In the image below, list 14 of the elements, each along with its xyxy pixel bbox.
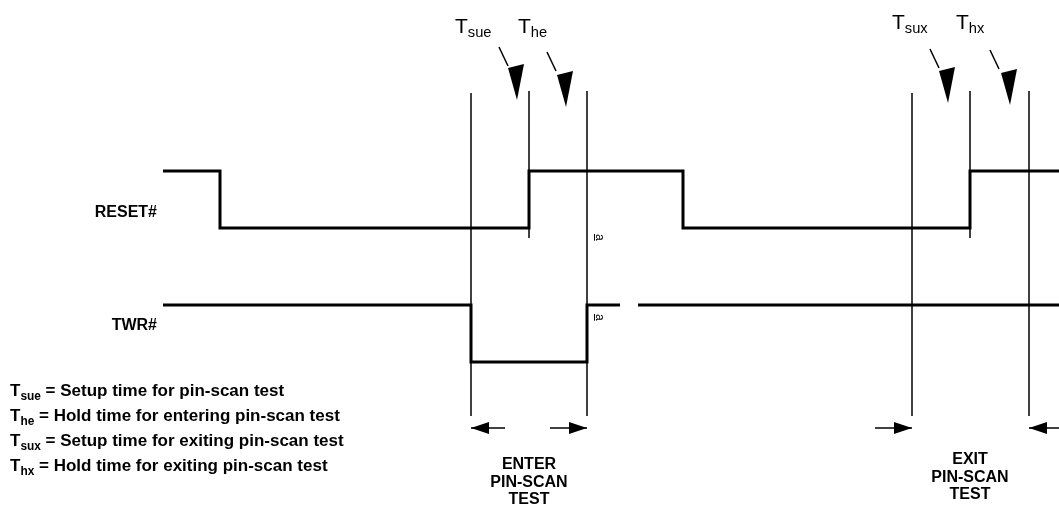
definition-text: T$_{hx}$ = Hold time for exiting pin-scan test (10, 457, 328, 476)
timing-symbol: T$_{hx}$ (956, 10, 985, 34)
timing-symbol: T$_{he}$ (518, 14, 548, 38)
phase-label: ENTER PIN-SCAN TEST (489, 455, 569, 508)
definition-text: T$_{he}$ = Hold time for entering pin-scan test (10, 407, 340, 426)
timing-symbol: T$_{sux}$ (892, 10, 928, 34)
signal-name: TWR# (110, 316, 157, 334)
note-mark: a (592, 314, 606, 321)
phase-label: EXIT PIN-SCAN TEST (930, 450, 1010, 503)
signal-name: RESET# (93, 203, 157, 221)
timing-symbol: T$_{sue}$ (455, 14, 492, 38)
definition-text: T$_{sue}$ = Setup time for pin-scan test (10, 382, 285, 401)
note-mark: a (592, 234, 606, 241)
definition-text: T$_{sux}$ = Setup time for exiting pin-scan test (10, 432, 344, 451)
